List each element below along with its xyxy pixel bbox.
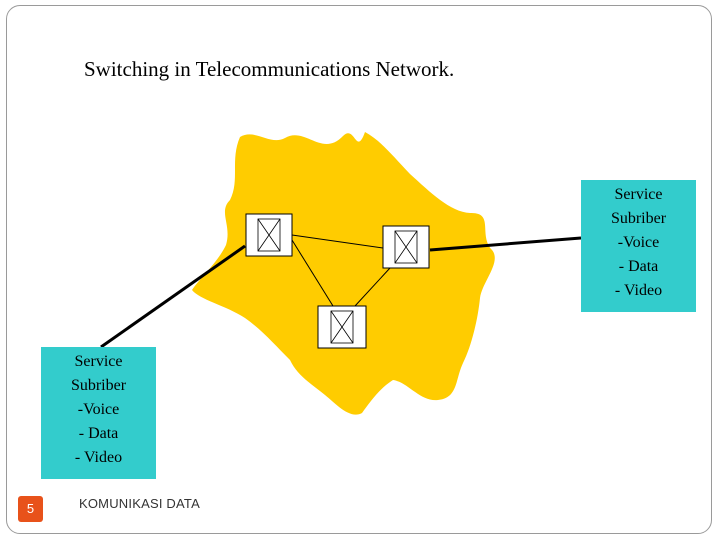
subscriber-line: -Voice: [617, 234, 660, 251]
switch-node-icon: [382, 225, 430, 269]
access-line-left: [100, 244, 246, 349]
link-switch1-switch2: [291, 234, 384, 249]
subscriber-box-left: Service Subriber -Voice - Data - Video: [41, 347, 156, 479]
subscriber-line: - Video: [74, 449, 123, 466]
subscriber-line: Service: [74, 353, 123, 370]
page-number-badge: 5: [18, 496, 43, 522]
link-switch2-switch3: [354, 267, 391, 307]
access-line-right: [429, 236, 582, 252]
footer-text: KOMUNIKASI DATA: [79, 496, 200, 511]
subscriber-line: - Video: [614, 282, 663, 299]
slide-title: Switching in Telecommunications Network.: [84, 57, 455, 81]
subscriber-line: Service: [614, 186, 663, 203]
subscriber-line: Subriber: [610, 210, 667, 227]
switch-node-icon: [245, 213, 293, 257]
link-switch1-switch3: [291, 239, 334, 307]
subscriber-line: -Voice: [77, 401, 120, 418]
switch-node-icon: [317, 305, 367, 349]
subscriber-line: Subriber: [70, 377, 127, 394]
subscriber-line: - Data: [78, 425, 119, 442]
network-cloud: [192, 132, 495, 415]
subscriber-line: - Data: [618, 258, 659, 275]
subscriber-box-right: Service Subriber -Voice - Data - Video: [581, 180, 696, 312]
